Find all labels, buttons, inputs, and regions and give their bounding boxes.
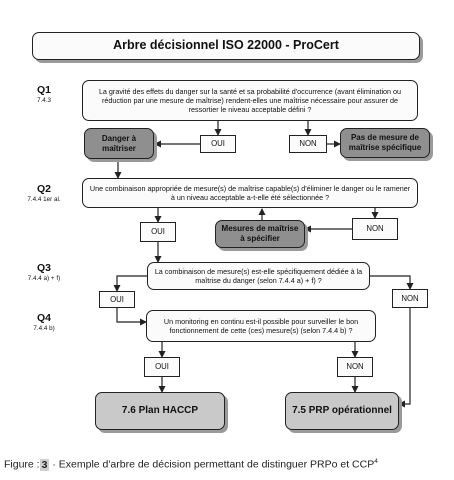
q1-label: Q1 7.4.3 (14, 84, 74, 104)
prp-operationnel-box: 7.5 PRP opérationnel (285, 392, 399, 430)
q3-oui: OUI (99, 291, 135, 308)
connector-q3-oui (113, 275, 147, 292)
mesures-a-specifier-box: Mesures de maîtrise à spécifier (215, 220, 305, 248)
q4-label: Q4 7.4.4 b) (14, 312, 74, 332)
q4-ref: 7.4.4 b) (33, 325, 55, 332)
q1-id: Q1 (36, 84, 51, 96)
q1-ref: 7.4.3 (36, 97, 51, 104)
q1-oui: OUI (200, 135, 236, 153)
caption-number: 3 (39, 458, 50, 471)
q2-id: Q2 (36, 183, 51, 195)
q4-id: Q4 (36, 312, 51, 324)
q4-question-box: Un monitoring en continu est-il possible… (146, 310, 376, 342)
q3-label: Q3 7.4.4 a) + f) (14, 262, 74, 282)
danger-a-maitriser-box: Danger à maîtriser (84, 128, 154, 159)
q2-question-box: Une combinaison appropriée de mesure(s) … (82, 178, 418, 208)
q3-non: NON (392, 289, 428, 308)
figure-caption: Figure :3 · Exemple d'arbre de décision … (4, 458, 378, 471)
q2-oui: OUI (140, 222, 176, 242)
pas-de-mesure-box: Pas de mesure de maîtrise spécifique (340, 128, 430, 158)
q4-non: NON (337, 357, 373, 377)
q3-id: Q3 (36, 262, 51, 274)
q1-non: NON (289, 135, 327, 153)
caption-text: · Exemple d'arbre de décision permettant… (49, 458, 375, 471)
q1-question-box: La gravité des effets du danger sur la s… (82, 80, 418, 121)
q2-non: NON (352, 218, 398, 240)
plan-haccp-box: 7.6 Plan HACCP (95, 392, 225, 430)
connector-oui-q4 (116, 308, 147, 326)
connector-q3-non (370, 275, 414, 290)
q2-label: Q2 7.4.4 1er al. (14, 183, 74, 203)
connector-non-prp (398, 308, 411, 408)
caption-label: Figure : (4, 458, 40, 471)
diagram-title: Arbre décisionnel ISO 22000 - ProCert (32, 32, 420, 60)
q2-ref: 7.4.4 1er al. (27, 196, 61, 203)
caption-note: 4 (374, 458, 378, 465)
q3-ref: 7.4.4 a) + f) (27, 275, 61, 282)
q3-question-box: La combinaison de mesure(s) est-elle spé… (147, 262, 370, 290)
q4-oui: OUI (144, 357, 180, 377)
